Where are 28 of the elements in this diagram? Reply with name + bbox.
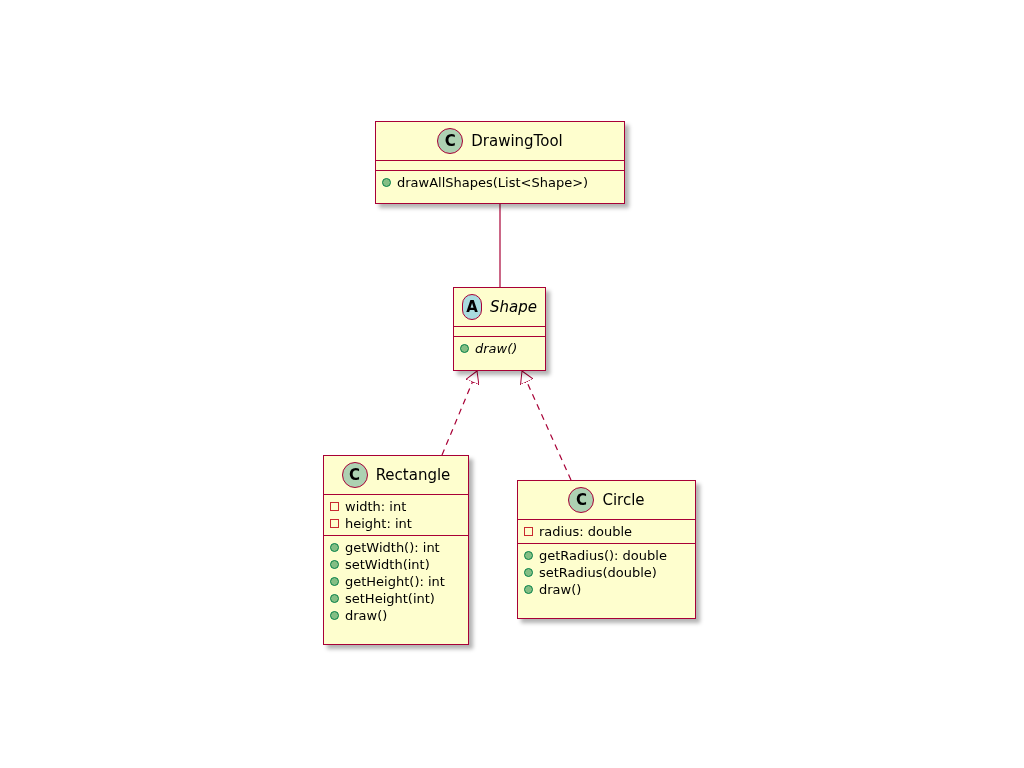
method-text: getHeight(): int <box>345 572 445 591</box>
realization-arrow <box>520 370 572 481</box>
attribute-text: height: int <box>345 514 412 533</box>
class-type-badge: C <box>341 462 368 488</box>
class-box <box>517 480 696 619</box>
attribute-text: radius: double <box>539 522 632 541</box>
method-text: drawAllShapes(List<Shape>) <box>397 173 589 192</box>
method-text: draw() <box>345 606 388 625</box>
method-text: setWidth(int) <box>345 555 430 574</box>
realization-arrow <box>441 370 480 456</box>
method-text: setRadius(double) <box>539 563 657 582</box>
method-text: setHeight(int) <box>345 589 435 608</box>
class-name: DrawingTool <box>471 130 563 152</box>
class-name: Shape <box>490 296 537 318</box>
attribute-text: width: int <box>345 497 407 516</box>
class-box <box>323 455 469 645</box>
class-name: Circle <box>602 489 645 511</box>
method-text: getRadius(): double <box>539 546 667 565</box>
method-text: draw() <box>475 339 518 358</box>
method-text: getWidth(): int <box>345 538 440 557</box>
class-name: Rectangle <box>375 464 451 486</box>
class-type-badge: A <box>462 294 482 320</box>
class-type-badge: C <box>568 487 595 513</box>
class-box <box>453 287 546 371</box>
method-text: draw() <box>539 580 582 599</box>
class-type-badge: C <box>437 128 464 154</box>
association-line <box>499 203 501 288</box>
class-box <box>375 121 625 204</box>
